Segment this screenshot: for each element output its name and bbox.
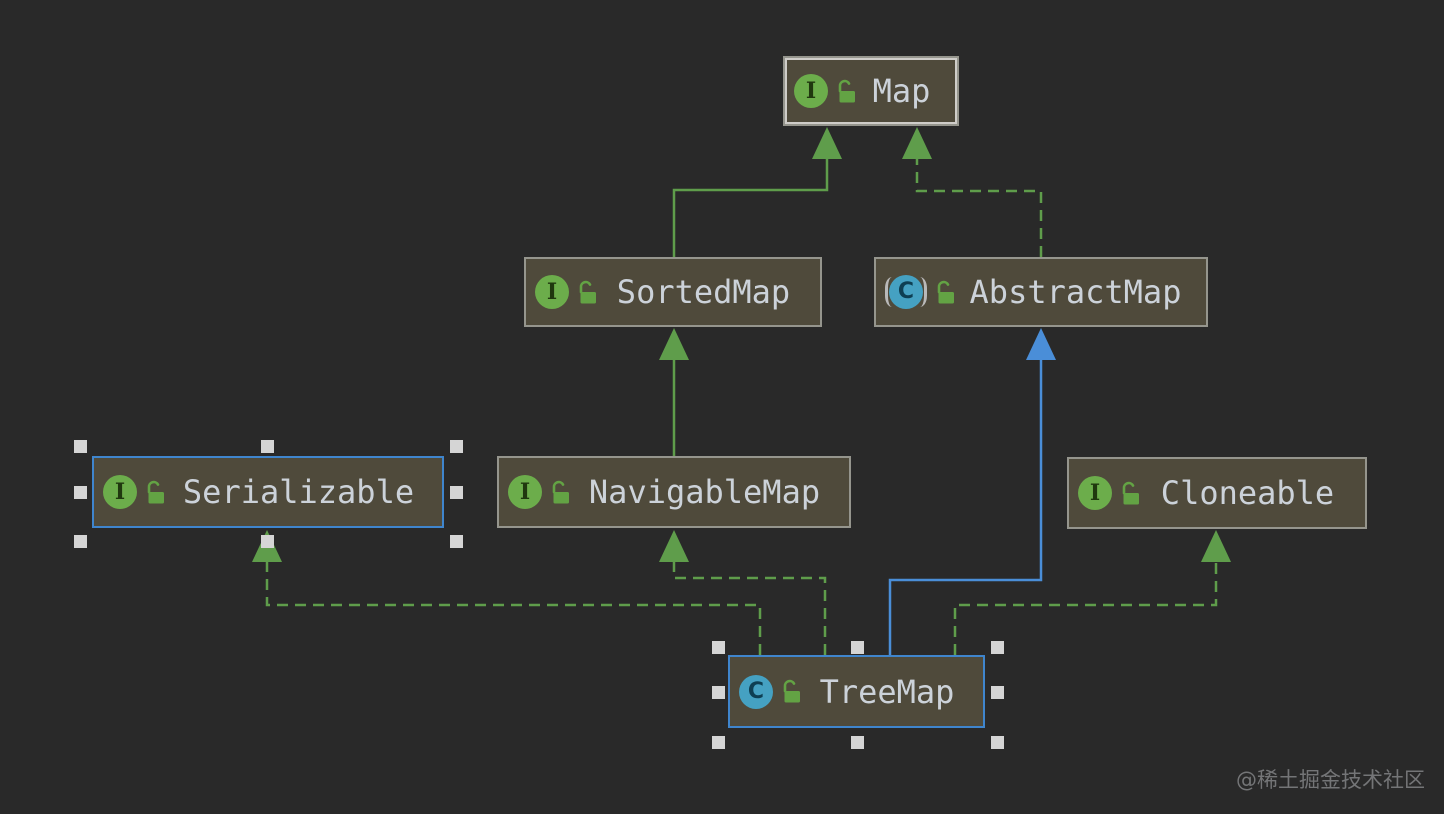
- selection-handle[interactable]: [74, 486, 87, 499]
- selection-handle[interactable]: [74, 535, 87, 548]
- class-icon: C: [739, 674, 773, 709]
- node-label: Cloneable: [1160, 474, 1335, 512]
- node-abstractmap[interactable]: C AbstractMap: [874, 257, 1208, 327]
- abstract-class-icon: C: [885, 275, 927, 309]
- interface-icon: I: [1078, 476, 1112, 510]
- interface-icon: I: [535, 275, 569, 309]
- inheritance-arrow: [659, 328, 689, 360]
- selection-handle[interactable]: [450, 440, 463, 453]
- selection-handle[interactable]: [712, 641, 725, 654]
- abstract-paren-left: [885, 277, 892, 307]
- edge-treemap-implements-cloneable[interactable]: [953, 530, 1231, 655]
- unlocked-icon: [783, 679, 800, 703]
- selection-handle[interactable]: [712, 686, 725, 699]
- node-label: NavigableMap: [588, 473, 821, 511]
- selection-handle[interactable]: [261, 535, 274, 548]
- selection-handle[interactable]: [450, 486, 463, 499]
- inheritance-arrow: [1026, 328, 1056, 360]
- unlocked-icon: [1122, 481, 1139, 504]
- node-map[interactable]: I Map: [783, 56, 959, 126]
- unlocked-icon: [552, 480, 569, 503]
- unlocked-icon: [147, 480, 164, 503]
- abstract-paren-right: [920, 277, 927, 307]
- interface-icon: I: [103, 475, 137, 509]
- selection-handle[interactable]: [261, 440, 274, 453]
- node-label: SortedMap: [616, 273, 791, 311]
- interface-icon: I: [508, 475, 542, 509]
- selection-handle[interactable]: [851, 736, 864, 749]
- node-label: Map: [872, 72, 931, 110]
- selection-handle[interactable]: [851, 641, 864, 654]
- node-sortedmap[interactable]: I SortedMap: [524, 257, 822, 327]
- unlocked-icon: [937, 280, 954, 303]
- node-treemap[interactable]: C TreeMap: [728, 655, 985, 728]
- interface-icon: I: [794, 74, 828, 108]
- edge-navigablemap-extends-sortedmap[interactable]: [659, 328, 689, 456]
- unlocked-icon: [579, 280, 596, 303]
- node-label: AbstractMap: [969, 273, 1182, 311]
- class-icon: C: [889, 275, 923, 309]
- selection-handle[interactable]: [991, 736, 1004, 749]
- selection-handle[interactable]: [991, 686, 1004, 699]
- selection-handle[interactable]: [991, 641, 1004, 654]
- node-navigablemap[interactable]: I NavigableMap: [497, 456, 851, 528]
- edge-treemap-extends-abstractmap[interactable]: [888, 328, 1056, 655]
- selection-handle[interactable]: [450, 535, 463, 548]
- node-cloneable[interactable]: I Cloneable: [1067, 457, 1367, 529]
- inheritance-arrow: [812, 127, 842, 159]
- node-label: TreeMap: [819, 672, 955, 711]
- edge-treemap-implements-navigablemap[interactable]: [659, 530, 827, 655]
- edge-abstractmap-implements-map[interactable]: [902, 127, 1043, 257]
- selection-handle[interactable]: [712, 736, 725, 749]
- unlocked-icon: [838, 79, 855, 102]
- node-serializable[interactable]: I Serializable: [92, 456, 444, 528]
- node-label: Serializable: [182, 473, 415, 511]
- selection-handle[interactable]: [74, 440, 87, 453]
- watermark: @稀土掘金技术社区: [1236, 768, 1425, 792]
- inheritance-arrow: [659, 530, 689, 562]
- inheritance-arrow: [902, 127, 932, 159]
- edge-treemap-implements-serializable[interactable]: [252, 530, 762, 655]
- edge-sortedmap-extends-map[interactable]: [672, 127, 842, 257]
- inheritance-arrow: [1201, 530, 1231, 562]
